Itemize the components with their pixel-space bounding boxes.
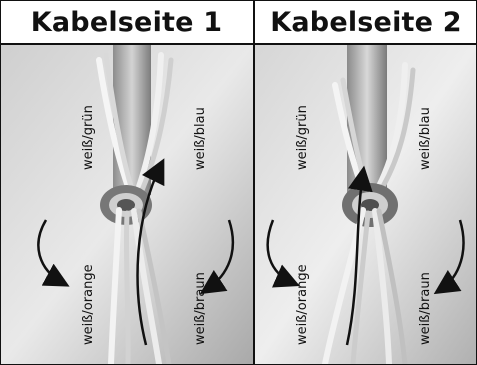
label-top-left: weiß/grün	[81, 105, 96, 170]
panel-2-photo: weiß/grün weiß/blau weiß/orange weiß/bra…	[255, 45, 476, 364]
label-bottom-left: weiß/orange	[295, 264, 310, 345]
label-bottom-left: weiß/orange	[81, 264, 96, 345]
panel-1-photo: weiß/grün weiß/blau weiß/orange weiß/bra…	[1, 45, 253, 364]
panel-1-title: Kabelseite 1	[1, 1, 252, 43]
cable-photo-1	[1, 45, 253, 364]
label-bottom-right: weiß/braun	[193, 272, 208, 345]
cable-photo-2	[255, 45, 476, 364]
label-bottom-right: weiß/braun	[418, 272, 433, 345]
label-top-right: weiß/blau	[418, 107, 433, 170]
label-top-right: weiß/blau	[193, 107, 208, 170]
label-top-left: weiß/grün	[295, 105, 310, 170]
panel-2-title: Kabelseite 2	[256, 1, 476, 43]
